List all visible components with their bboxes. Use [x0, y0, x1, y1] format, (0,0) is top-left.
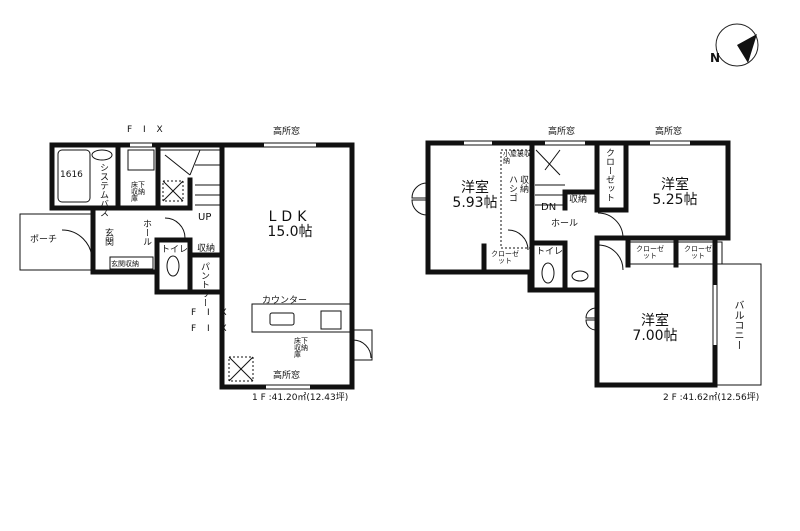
toilet-label: トイレ	[161, 245, 189, 255]
floor1-details	[19, 143, 373, 389]
hall-2f-label: ホール	[551, 219, 579, 229]
room-east-size: 5.25帖	[652, 191, 698, 208]
fix-window-label-1: F I X	[191, 308, 231, 318]
fix-window-label: F I X	[127, 125, 167, 135]
closet-a-label: クローゼット	[636, 245, 664, 260]
ladder-storage-label: 収納	[518, 175, 528, 193]
stairs-up-label: UP	[198, 212, 212, 223]
high-window-label: 高所窓	[273, 127, 301, 137]
toilet-2f-label: トイレ	[536, 247, 564, 257]
ldk-label: LDK	[268, 209, 312, 225]
room-south-size: 7.00帖	[632, 327, 678, 344]
porch-outline	[19, 213, 93, 271]
room-south: 洋室 7.00帖	[630, 314, 680, 343]
storage-2f-label: 収納	[569, 195, 588, 205]
ldk-room: LDK 15.0帖	[262, 210, 318, 239]
room-west-size: 5.93帖	[452, 194, 498, 211]
attic-storage-label: 小屋裏収納	[503, 150, 531, 165]
balcony-label: バルコニー	[732, 300, 743, 350]
room-east: 洋室 5.25帖	[650, 178, 700, 207]
bath-size-label: 1616	[60, 170, 83, 180]
closet-west-label: クローゼット	[491, 250, 519, 265]
room-south-label: 洋室	[641, 313, 669, 329]
closet-vertical-label: クローゼット	[604, 148, 614, 202]
pantry-label: パントリー	[199, 262, 209, 307]
high-window-label-2f-1: 高所窓	[548, 127, 576, 137]
entrance-label: 玄関	[103, 228, 113, 246]
ldk-size: 15.0帖	[267, 223, 313, 240]
room-west: 洋室 5.93帖	[450, 181, 500, 210]
floor1-area: 1 F :41.20㎡(12.43坪)	[252, 393, 349, 403]
porch-label: ポーチ	[30, 235, 58, 245]
ladder-label: ハシゴ	[507, 175, 517, 202]
shoe-storage-label: 玄関収納	[111, 260, 139, 268]
stairs-down-label: DN	[541, 202, 557, 213]
system-bath-label: システムバス	[98, 163, 108, 217]
high-window-label-2f-2: 高所窓	[655, 127, 683, 137]
hall-label: ホール	[141, 219, 151, 246]
compass-label: N	[710, 51, 721, 65]
underfloor-storage-label: 床下収納庫	[131, 181, 145, 203]
floor2-area: 2 F :41.62㎡(12.56坪)	[663, 393, 760, 403]
closet-b-label: クローゼット	[684, 245, 712, 260]
high-window-label-bottom: 高所窓	[273, 371, 301, 381]
room-east-label: 洋室	[661, 177, 689, 193]
counter-label: カウンター	[262, 296, 308, 306]
room-west-label: 洋室	[461, 180, 489, 196]
storage-label: 収納	[197, 244, 216, 254]
floor2-details	[411, 141, 762, 386]
underfloor-storage-label-2: 床下収納庫	[294, 337, 308, 359]
north-compass-icon	[715, 23, 759, 67]
fix-window-label-2: F I X	[191, 324, 231, 334]
